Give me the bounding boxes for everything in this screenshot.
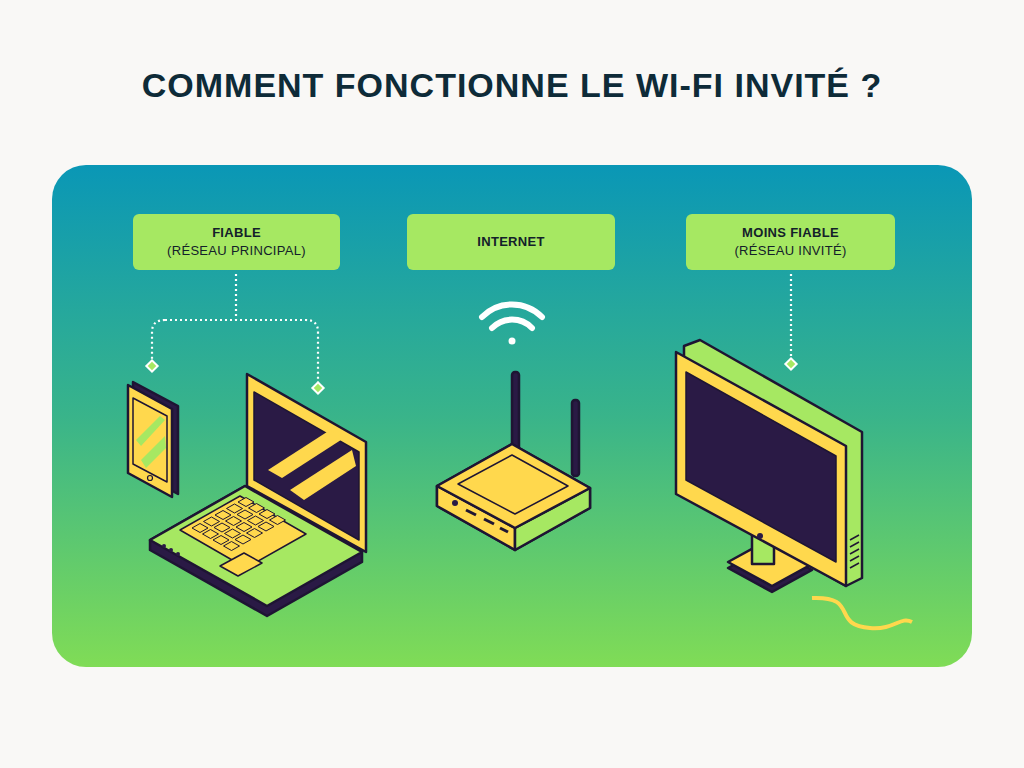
key xyxy=(213,536,229,545)
touchpad xyxy=(220,553,262,576)
monitor-screen xyxy=(686,372,836,562)
screen-stripe xyxy=(290,450,356,500)
key xyxy=(236,523,252,532)
leader-end xyxy=(146,360,157,371)
antenna xyxy=(512,372,519,450)
leader-line xyxy=(152,274,318,382)
key xyxy=(192,524,208,533)
box-subtext: (RÉSEAU PRINCIPAL) xyxy=(167,242,306,260)
key xyxy=(204,517,220,526)
panel xyxy=(52,165,972,667)
wifi-arc xyxy=(482,304,542,317)
led xyxy=(169,548,173,552)
label-box: MOINS FIABLE(RÉSEAU INVITÉ) xyxy=(686,214,895,270)
led xyxy=(176,552,180,556)
router-led xyxy=(452,500,458,506)
vent-slot xyxy=(850,563,859,568)
leader-end xyxy=(312,382,323,393)
router-led xyxy=(500,528,508,532)
key xyxy=(226,517,242,526)
monitor xyxy=(676,340,912,628)
router xyxy=(437,372,590,550)
wifi-icon xyxy=(482,304,542,344)
key xyxy=(224,542,240,551)
laptop-screen xyxy=(254,392,359,540)
vent-slot xyxy=(850,549,859,554)
leader-end xyxy=(785,358,796,369)
key xyxy=(225,529,241,538)
phone-stripe xyxy=(141,436,166,468)
keyboard-keys xyxy=(192,498,286,551)
key xyxy=(235,535,251,544)
wifi-dot xyxy=(509,338,516,345)
key xyxy=(203,530,219,539)
key xyxy=(227,504,243,513)
key xyxy=(247,529,263,538)
title: COMMENT FONCTIONNE LE WI-FI INVITÉ ? xyxy=(0,66,1024,105)
key xyxy=(258,522,274,531)
key xyxy=(215,511,231,520)
wifi-arc xyxy=(492,320,532,328)
leader-line xyxy=(790,274,792,358)
key xyxy=(270,516,286,525)
label-box: INTERNET xyxy=(407,214,615,270)
vent-slots xyxy=(850,535,859,568)
key xyxy=(238,498,254,507)
monitor-frame xyxy=(676,352,846,586)
vent-slot xyxy=(850,535,859,540)
monitor-button xyxy=(757,533,763,539)
key xyxy=(214,523,230,532)
key xyxy=(249,504,265,513)
key xyxy=(248,516,264,525)
key xyxy=(259,510,275,519)
router-top xyxy=(437,444,590,528)
box-subtext: (RÉSEAU INVITÉ) xyxy=(734,242,846,260)
laptop-lid xyxy=(247,374,366,552)
router-led xyxy=(484,519,494,524)
vent-slot xyxy=(850,556,859,561)
antenna xyxy=(572,400,579,476)
box-heading: MOINS FIABLE xyxy=(742,224,839,242)
router-side xyxy=(437,444,590,550)
phone-body xyxy=(128,385,172,497)
router-lid xyxy=(458,455,568,514)
label-box: FIABLE(RÉSEAU PRINCIPAL) xyxy=(133,214,340,270)
box-heading: FIABLE xyxy=(212,224,261,242)
laptop xyxy=(150,374,366,616)
key xyxy=(237,510,253,519)
led xyxy=(162,544,166,548)
phone xyxy=(128,382,178,497)
cable xyxy=(812,598,912,628)
phone-button xyxy=(148,476,153,481)
phone-screen xyxy=(133,398,167,482)
box-heading: INTERNET xyxy=(477,233,544,251)
vent-slot xyxy=(850,542,859,547)
router-led xyxy=(466,510,476,515)
